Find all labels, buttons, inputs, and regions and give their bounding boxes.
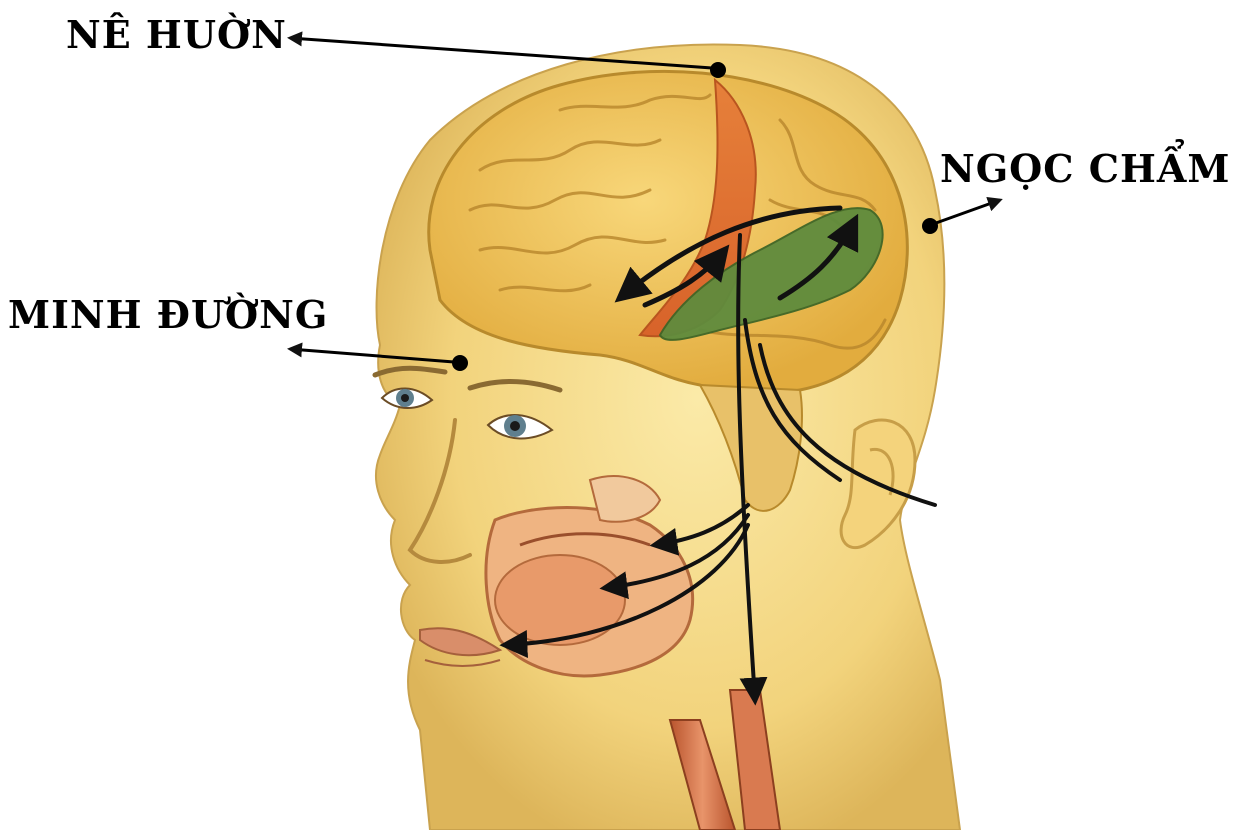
ngoc-cham-pointer [936,200,1000,223]
minh-duong-label: MINH ĐƯỜNG [8,296,328,334]
minh-duong-dot [452,355,468,371]
ngoc-cham-dot [922,218,938,234]
ne-huon-dot [710,62,726,78]
ngoc-cham-label: NGỌC CHẨM [940,150,1230,188]
tongue [495,555,625,645]
ne-huon-label: NÊ HUỜN [66,16,287,54]
